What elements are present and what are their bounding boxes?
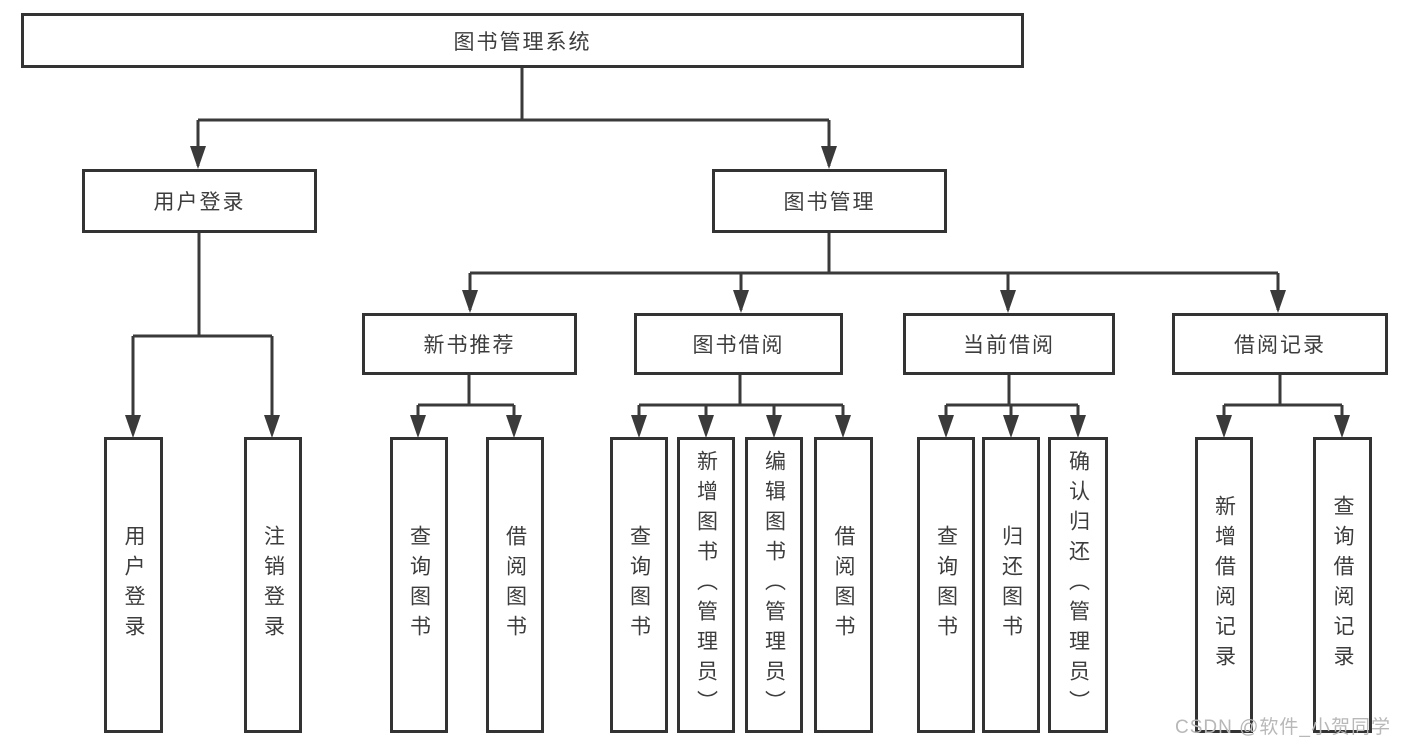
leaf-borrowing-edit-books-admin: 编辑图书（管理员） <box>745 437 803 733</box>
leaf-borrowing-query-books: 查询图书 <box>610 437 668 733</box>
node-book-management-label: 图书管理 <box>783 191 876 214</box>
node-current-borrowing: 当前借阅 <box>903 313 1115 375</box>
node-root-label: 图书管理系统 <box>453 30 592 54</box>
leaf-borrowing-borrow-books-label: 借阅图书 <box>832 525 855 645</box>
leaf-recommend-query-books-label: 查询图书 <box>407 525 431 645</box>
arrowhead <box>821 146 837 169</box>
leaf-records-add-record-label: 新增借阅记录 <box>1212 495 1236 675</box>
arrowhead <box>1216 415 1232 438</box>
leaf-records-query-record-label: 查询借阅记录 <box>1331 495 1354 675</box>
arrowhead <box>698 415 714 438</box>
leaf-current-return-books: 归还图书 <box>982 437 1040 733</box>
arrowhead <box>631 415 647 438</box>
node-user-login-label: 用户登录 <box>153 191 246 214</box>
arrowhead <box>1270 290 1286 313</box>
connector-line <box>637 375 845 434</box>
connector-line <box>1222 375 1344 434</box>
node-new-book-recommend-label: 新书推荐 <box>423 334 516 357</box>
arrowhead <box>766 415 782 438</box>
connector-line <box>196 68 831 166</box>
leaf-logout-label: 注销登录 <box>261 525 285 645</box>
node-current-borrowing-label: 当前借阅 <box>963 334 1055 357</box>
leaf-recommend-borrow-books-label: 借阅图书 <box>503 525 527 645</box>
node-root: 图书管理系统 <box>21 13 1024 68</box>
leaf-current-confirm-return-admin-label: 确认归还（管理员） <box>1066 450 1090 720</box>
node-borrowing-records-label: 借阅记录 <box>1234 334 1326 357</box>
arrowhead <box>733 290 749 313</box>
leaf-current-return-books-label: 归还图书 <box>999 525 1023 645</box>
leaf-current-query-books: 查询图书 <box>917 437 975 733</box>
arrowhead <box>125 415 141 438</box>
leaf-borrowing-add-books-admin-label: 新增图书（管理员） <box>694 450 718 720</box>
arrowhead <box>1070 415 1086 438</box>
arrowhead <box>462 290 478 313</box>
arrowhead <box>190 146 206 169</box>
leaf-logout: 注销登录 <box>244 437 302 733</box>
arrowhead <box>506 415 522 438</box>
node-book-management: 图书管理 <box>712 169 947 233</box>
leaf-records-add-record: 新增借阅记录 <box>1195 437 1253 733</box>
leaf-borrowing-query-books-label: 查询图书 <box>627 525 651 645</box>
connector-line <box>468 233 1280 310</box>
connector-line <box>416 375 516 434</box>
node-book-borrowing: 图书借阅 <box>634 313 843 375</box>
node-user-login: 用户登录 <box>82 169 317 233</box>
arrowhead <box>835 415 851 438</box>
arrowhead <box>1003 415 1019 438</box>
arrowhead <box>410 415 426 438</box>
leaf-borrowing-borrow-books: 借阅图书 <box>814 437 873 733</box>
node-borrowing-records: 借阅记录 <box>1172 313 1388 375</box>
connector-line <box>131 233 274 434</box>
leaf-current-query-books-label: 查询图书 <box>934 525 958 645</box>
arrowhead <box>264 415 280 438</box>
leaf-current-confirm-return-admin: 确认归还（管理员） <box>1048 437 1108 733</box>
node-book-borrowing-label: 图书借阅 <box>692 334 785 357</box>
leaf-borrowing-edit-books-admin-label: 编辑图书（管理员） <box>762 450 786 720</box>
leaf-user-login-label: 用户登录 <box>122 525 145 645</box>
leaf-recommend-query-books: 查询图书 <box>390 437 448 733</box>
leaf-recommend-borrow-books: 借阅图书 <box>486 437 544 733</box>
arrowhead <box>1000 290 1016 313</box>
csdn-watermark: CSDN @软件_小贺同学 <box>1175 717 1391 738</box>
leaf-user-login: 用户登录 <box>104 437 163 733</box>
arrowhead <box>938 415 954 438</box>
leaf-records-query-record: 查询借阅记录 <box>1313 437 1372 733</box>
node-new-book-recommend: 新书推荐 <box>362 313 577 375</box>
arrowhead <box>1334 415 1350 438</box>
leaf-borrowing-add-books-admin: 新增图书（管理员） <box>677 437 735 733</box>
